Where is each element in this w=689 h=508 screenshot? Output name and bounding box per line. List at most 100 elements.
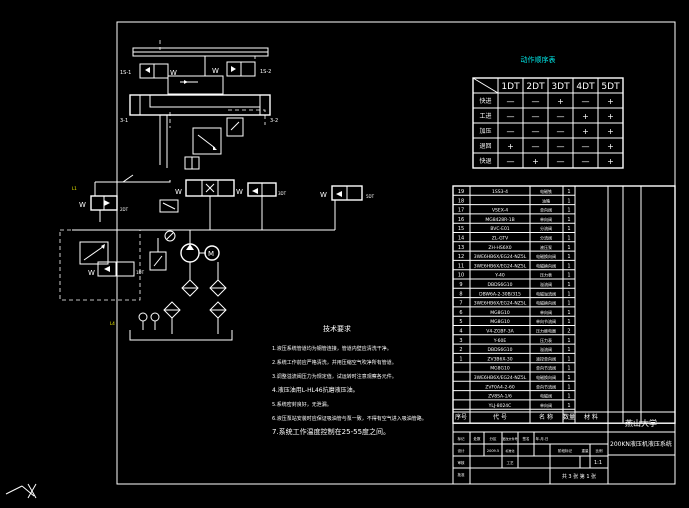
part-no: 8 [459, 291, 462, 297]
part-qty: 1 [567, 384, 570, 390]
label-w-13: W [320, 191, 327, 199]
part-name: 分流阀 [540, 225, 552, 231]
electro-relief-valve [59, 229, 141, 301]
prefill-valve [192, 127, 222, 155]
part-name: 电磁铁 [540, 188, 552, 194]
label-w-4: W [175, 188, 182, 196]
part-no: 5 [459, 319, 462, 325]
tb-label-9: 阶段标记 [558, 448, 572, 453]
tb-label-11: 比例 [596, 448, 604, 453]
part-no: 13 [458, 245, 464, 251]
part-no: 6 [459, 310, 462, 316]
seq-cell: — [557, 127, 565, 136]
seq-col-2DT: 2DT [526, 82, 545, 92]
part-no: 18 [458, 198, 464, 204]
label-5dt: 5DT [366, 194, 375, 199]
center-valve [167, 75, 224, 95]
tb-label-0: 标记 [458, 436, 466, 441]
part-no: 1 [459, 356, 462, 362]
part-code: Y-60E [493, 338, 507, 344]
tb-label-1: 处数 [474, 436, 482, 441]
seq-cell: — [507, 112, 515, 121]
tb-label-12: 审核 [458, 460, 466, 465]
part-code: V4-ZGBF-3A [486, 329, 514, 335]
part-name: 单向节流阀 [536, 318, 556, 324]
seq-cell: + [607, 112, 614, 121]
part-code: YLJ-8024C [488, 403, 512, 409]
seq-cell: + [607, 142, 614, 151]
part-no: 14 [458, 236, 464, 242]
part-code: ZV8SA-1/6 [488, 394, 512, 400]
sheet-info: 共 3 张 第 1 张 [562, 473, 596, 480]
seq-row-label: 退回 [479, 142, 491, 150]
part-name: 电磁换向阀 [536, 262, 556, 268]
part-code: MG8G10 [490, 366, 510, 372]
part-code: DBW6A-2-30B/315 [479, 291, 521, 297]
part-name: 溢流阀 [540, 346, 552, 352]
part-no: 4 [459, 329, 462, 335]
seq-cell: + [582, 112, 589, 121]
seq-cell: + [607, 127, 614, 136]
part-qty: 1 [567, 310, 570, 316]
part-name: 电磁换向阀 [536, 374, 556, 380]
part-name: 压力表 [540, 337, 552, 343]
tb-label-10: 重量 [582, 448, 590, 453]
school-name: 燕山大学 [625, 418, 657, 428]
part-no: 16 [458, 217, 464, 223]
seq-cell: — [507, 157, 515, 166]
tb-label-3: 更改文件号 [502, 436, 517, 441]
part-qty: 1 [567, 263, 570, 269]
part-qty: 1 [567, 236, 570, 242]
tb-label-13: 工艺 [507, 460, 515, 465]
seq-row-label: 快退 [479, 157, 491, 165]
label-w-left-block: W [79, 201, 86, 209]
part-code: VSEX-4 [492, 208, 508, 214]
part-qty: 1 [567, 245, 570, 251]
part-qty: 1 [567, 189, 570, 195]
part-name: 单向阀 [540, 216, 552, 222]
label-w-8: W [88, 269, 95, 277]
part-qty: 1 [567, 291, 570, 297]
part-no: 3 [459, 338, 462, 344]
part-code: 1SS3-4 [492, 189, 508, 195]
part-name: 油箱 [542, 197, 550, 203]
tb-label-8: 标准化 [505, 448, 514, 453]
seq-cell: — [582, 142, 590, 151]
part-no: 9 [459, 282, 462, 288]
seq-col-3DT: 3DT [551, 82, 570, 92]
sequence-table-title: 动作顺序表 [521, 55, 556, 64]
part-qty: 1 [567, 226, 570, 232]
seq-cell: — [582, 97, 590, 106]
seq-cell: — [557, 112, 565, 121]
scale: 1:1 [594, 460, 602, 466]
seq-cell: — [532, 112, 540, 121]
part-name: 液控单向阀 [536, 355, 556, 361]
seq-col-4DT: 4DT [576, 82, 595, 92]
part-qty: 1 [567, 347, 570, 353]
part-qty: 1 [567, 273, 570, 279]
part-no: 7 [459, 301, 462, 307]
seq-cell: — [507, 127, 515, 136]
tech-req-item-7: 7.系统工作温度控制在25-55度之间。 [272, 427, 390, 436]
part-qty: 1 [567, 356, 570, 362]
seq-col-5DT: 5DT [601, 82, 620, 92]
parts-header: 数量 [563, 413, 575, 421]
tech-req-item-6: 6.液压泵站安装时应保证吸油管与泵一致，不得有空气进入吸油管路。 [272, 415, 427, 422]
part-code: MG8428R-1B [485, 217, 514, 223]
filter-left [181, 279, 199, 297]
label-w-right: W [212, 67, 219, 75]
part-qty: 1 [567, 217, 570, 223]
label-w-left: W [170, 69, 177, 77]
main-cylinder [129, 94, 271, 116]
part-no: 11 [458, 263, 464, 269]
parts-header: 材 料 [584, 413, 598, 421]
seq-cell: — [532, 127, 540, 136]
parts-header: 代 号 [493, 413, 507, 421]
label-w-4b: W [236, 188, 243, 196]
part-name: 液压泵 [540, 244, 552, 250]
tech-req-item-3: 3.调整溢流阀压力为规定值，试运转时注意观察各元件。 [272, 373, 397, 380]
part-name: 电磁溢流阀 [536, 290, 556, 296]
